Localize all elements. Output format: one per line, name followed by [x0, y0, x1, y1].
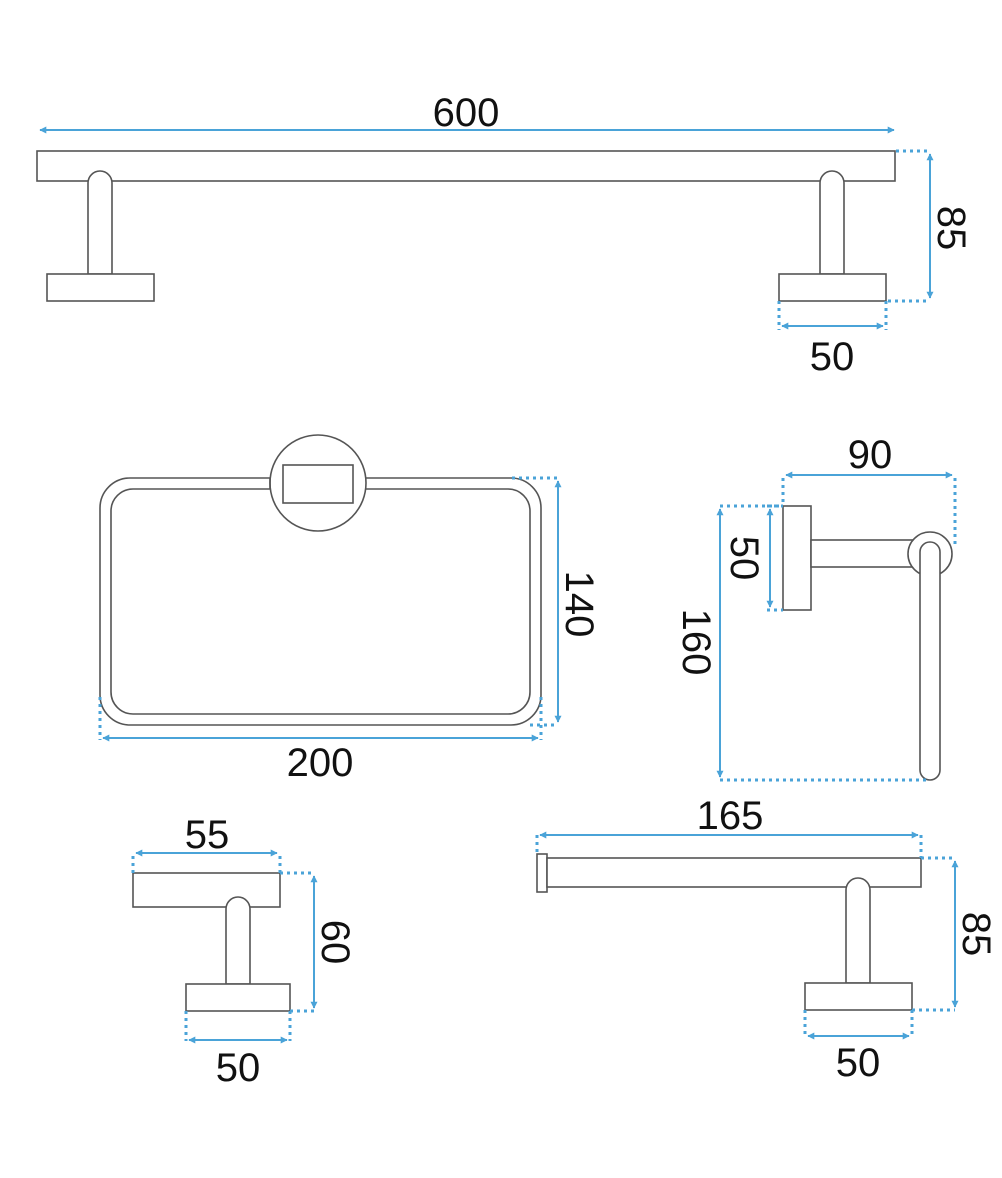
robe-hook-arm: [132, 872, 281, 908]
towel-bar-length-label: 600: [433, 91, 500, 135]
towel-bar-left-base: [46, 273, 155, 302]
short-bar-length-label: 165: [697, 794, 764, 838]
towel-bar-right-base: [778, 273, 887, 302]
paper-holder-base-label: 50: [722, 536, 766, 581]
paper-holder-width-label: 90: [848, 433, 893, 477]
robe-hook-width-label: 55: [185, 813, 230, 857]
towel-bar-right-post: [819, 170, 845, 275]
towel-bar-left-post: [87, 170, 113, 275]
paper-holder-height-extension: [720, 504, 930, 782]
paper-holder-hanger: [919, 541, 941, 781]
towel-ring-width-label: 200: [287, 741, 354, 785]
short-bar-height-extension: [912, 856, 955, 1012]
paper-holder-arm: [810, 539, 914, 568]
short-bar-length-extension: [535, 835, 923, 858]
robe-hook-height-label: 60: [313, 920, 357, 965]
towel-bar-height-label: 85: [929, 206, 973, 251]
short-bar-base-extension: [803, 1010, 914, 1038]
robe-hook-base-label: 50: [216, 1046, 261, 1090]
short-bar-base-label: 50: [836, 1041, 881, 1085]
robe-hook-base: [185, 983, 291, 1012]
robe-hook-width-extension: [131, 853, 282, 873]
short-bar-base: [804, 982, 913, 1011]
towel-ring-height-extension: [512, 476, 558, 727]
paper-holder: 90 50 160: [674, 433, 957, 782]
robe-hook-base-extension: [184, 1011, 292, 1041]
paper-holder-height-label: 160: [674, 609, 718, 676]
robe-hook: 55 60 50: [131, 813, 357, 1090]
paper-holder-width-extension: [781, 478, 957, 548]
towel-ring: 140 200: [98, 434, 601, 785]
short-bar-end-cap: [536, 853, 548, 893]
towel-bar-base-extension: [777, 301, 888, 330]
towel-bar: 600 85 50: [36, 91, 973, 379]
short-bar-post: [845, 877, 871, 984]
short-bar-height-label: 85: [954, 912, 998, 957]
towel-bar-base-label: 50: [810, 335, 855, 379]
towel-ring-height-label: 140: [557, 571, 601, 638]
towel-ring-width-extension: [98, 697, 543, 740]
robe-hook-post: [225, 896, 251, 985]
paper-holder-plate: [782, 505, 812, 611]
towel-ring-clamp: [282, 464, 354, 504]
robe-hook-height-extension: [280, 871, 314, 1013]
towel-bar-rail: [36, 150, 896, 182]
short-bar: 165 85 50: [535, 794, 998, 1085]
towel-bar-height-extension: [888, 149, 930, 303]
